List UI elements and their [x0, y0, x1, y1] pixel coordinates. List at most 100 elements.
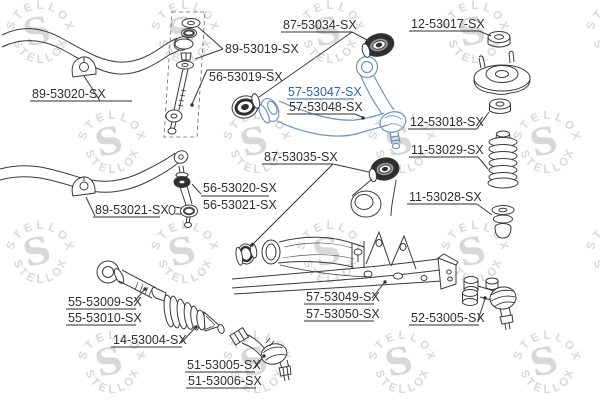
steering-boot-drawing — [163, 294, 225, 334]
svg-text:L: L — [334, 51, 345, 65]
bump-stop-drawing — [491, 205, 515, 239]
svg-text:O: O — [489, 8, 504, 23]
svg-text:S: S — [82, 369, 96, 381]
part-label-51-53005: 51-53005-SX — [187, 358, 261, 372]
svg-text:L: L — [181, 0, 188, 12]
svg-text:S: S — [150, 240, 164, 252]
part-label-55-53010: 55-53010-SX — [68, 311, 142, 325]
svg-text:L: L — [263, 332, 274, 346]
svg-text:L: L — [481, 2, 492, 16]
svg-text:L: L — [108, 384, 115, 396]
svg-text:S: S — [512, 350, 526, 362]
stabilizer-bushing-rear-drawing — [71, 176, 96, 197]
part-label-56-53020: 56-53020-SX — [203, 181, 277, 195]
svg-text:S: S — [10, 39, 24, 51]
svg-text:L: L — [551, 381, 562, 395]
svg-text:X: X — [133, 130, 147, 142]
svg-text:S: S — [590, 39, 600, 51]
svg-text:X: X — [568, 130, 582, 142]
part-label-56-53021: 56-53021-SX — [203, 198, 277, 212]
part-label-89-53021: 89-53021-SX — [95, 203, 169, 217]
upper-arm-bushing-drawing — [361, 33, 395, 58]
part-label-56-53019: 56-53019-SX — [209, 70, 283, 84]
svg-text:S: S — [372, 149, 386, 161]
svg-text:L: L — [408, 112, 419, 126]
svg-text:L: L — [543, 330, 550, 342]
svg-text:O: O — [126, 118, 141, 133]
part-label-14-53004: 14-53004-SX — [113, 333, 187, 347]
inner-tie-rod-drawing — [96, 260, 167, 302]
svg-text:O: O — [416, 338, 431, 353]
svg-text:L: L — [108, 110, 115, 122]
svg-text:S: S — [227, 149, 241, 161]
svg-text:S: S — [300, 259, 314, 271]
svg-text:X: X — [491, 38, 505, 50]
svg-text:L: L — [551, 161, 562, 175]
svg-text:L: L — [471, 220, 478, 232]
svg-text:S: S — [585, 240, 599, 252]
svg-text:L: L — [479, 51, 490, 65]
svg-text:L: L — [261, 381, 272, 395]
svg-text:O: O — [54, 228, 69, 243]
svg-text:L: L — [253, 330, 260, 342]
svg-text:S: S — [590, 259, 600, 271]
svg-text:X: X — [206, 20, 220, 32]
part-label-12-53018: 12-53018-SX — [410, 115, 484, 129]
shock-boot-drawing — [487, 130, 519, 189]
part-label-link-57-53047[interactable]: 57-53047-SX — [288, 85, 362, 99]
svg-text:X: X — [351, 240, 365, 252]
svg-text:X: X — [491, 258, 505, 270]
svg-text:S: S — [222, 350, 236, 362]
svg-text:L: L — [334, 271, 345, 285]
svg-text:S: S — [517, 149, 531, 161]
leader-dots — [143, 103, 487, 358]
part-label-87-53034: 87-53034-SX — [283, 18, 357, 32]
svg-text:X: X — [418, 368, 432, 380]
svg-text:S: S — [227, 369, 241, 381]
svg-text:L: L — [44, 271, 55, 285]
svg-text:X: X — [128, 148, 142, 160]
svg-text:L: L — [543, 384, 550, 396]
svg-text:O: O — [561, 118, 576, 133]
part-label-57-53050: 57-53050-SX — [306, 307, 380, 321]
svg-text:L: L — [471, 0, 478, 12]
svg-text:L: L — [253, 164, 260, 176]
svg-text:L: L — [553, 332, 564, 346]
svg-text:X: X — [423, 130, 437, 142]
svg-text:O: O — [54, 8, 69, 23]
svg-text:S: S — [372, 369, 386, 381]
part-label-55-53009: 55-53009-SX — [68, 295, 142, 309]
svg-text:L: L — [479, 271, 490, 285]
svg-text:X: X — [201, 38, 215, 50]
svg-text:L: L — [116, 381, 127, 395]
svg-text:X: X — [128, 368, 142, 380]
svg-text:X: X — [568, 350, 582, 362]
svg-text:L: L — [406, 381, 417, 395]
svg-text:L: L — [481, 222, 492, 236]
part-label-87-53035: 87-53035-SX — [264, 150, 338, 164]
svg-text:L: L — [181, 274, 188, 286]
svg-text:O: O — [561, 338, 576, 353]
svg-text:L: L — [46, 2, 57, 16]
part-labels: 87-53034-SX 12-53017-SX 89-53019-SX 56-5… — [32, 17, 485, 388]
svg-text:L: L — [398, 330, 405, 342]
strut-mount-parts-drawing — [473, 31, 531, 114]
svg-text:L: L — [189, 271, 200, 285]
svg-text:S: S — [445, 39, 459, 51]
svg-text:L: L — [36, 220, 43, 232]
part-label-57-53048: 57-53048-SX — [289, 100, 363, 114]
svg-text:X: X — [496, 20, 510, 32]
svg-text:L: L — [326, 220, 333, 232]
part-label-89-53019: 89-53019-SX — [225, 42, 299, 56]
svg-text:S: S — [367, 350, 381, 362]
svg-text:L: L — [398, 384, 405, 396]
tie-rod-end-drawing — [229, 326, 292, 382]
svg-text:L: L — [336, 2, 347, 16]
svg-text:X: X — [61, 240, 75, 252]
svg-text:L: L — [191, 2, 202, 16]
svg-text:L: L — [253, 110, 260, 122]
svg-text:L: L — [118, 112, 129, 126]
svg-text:X: X — [133, 350, 147, 362]
